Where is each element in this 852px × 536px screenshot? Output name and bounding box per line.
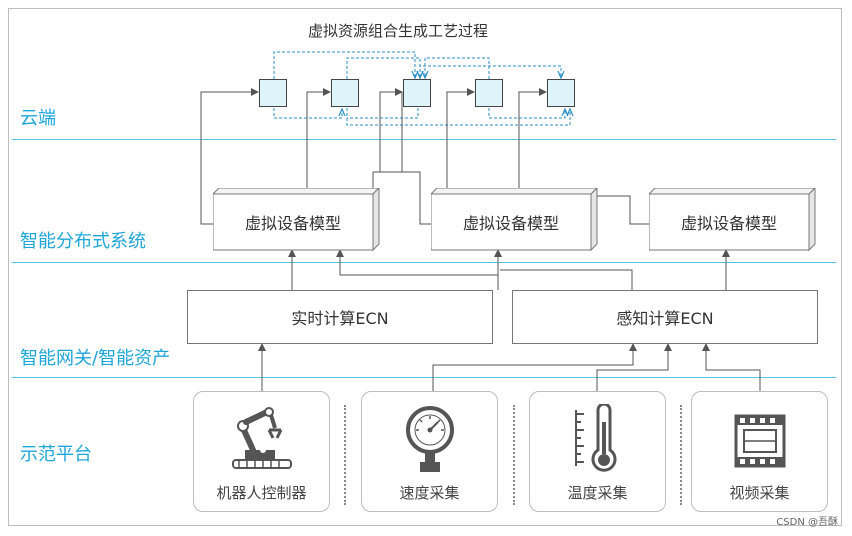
device-card-temperature: 温度采集 bbox=[529, 391, 666, 512]
device-separator bbox=[680, 405, 682, 505]
pressure-gauge-icon bbox=[405, 406, 454, 472]
device-card-video: 视频采集 bbox=[691, 391, 828, 512]
virtual-model-2-label: 虚拟设备模型 bbox=[462, 214, 559, 233]
virtual-model-3-label: 虚拟设备模型 bbox=[680, 214, 777, 233]
cloud-node-3 bbox=[403, 79, 431, 107]
layer-divider-gateway bbox=[12, 377, 836, 378]
device-separator bbox=[344, 405, 346, 505]
layer-label-demo: 示范平台 bbox=[20, 444, 92, 465]
cloud-node-2 bbox=[331, 79, 359, 107]
film-strip-icon bbox=[734, 414, 785, 468]
device-label-robot: 机器人控制器 bbox=[216, 484, 307, 502]
device-card-speed: 速度采集 bbox=[361, 391, 498, 512]
device-label-temperature: 温度采集 bbox=[567, 484, 628, 502]
device-label-video: 视频采集 bbox=[729, 484, 790, 502]
cloud-node-5 bbox=[547, 79, 575, 107]
virtual-model-1-label: 虚拟设备模型 bbox=[244, 214, 341, 233]
sensing-ecn-box: 感知计算ECN bbox=[512, 290, 818, 344]
diagram-frame bbox=[8, 8, 842, 526]
layer-divider-cloud bbox=[12, 139, 836, 140]
layer-label-gateway: 智能网关/智能资产 bbox=[20, 348, 171, 369]
device-separator bbox=[513, 405, 515, 505]
device-label-speed: 速度采集 bbox=[399, 484, 460, 502]
device-card-robot: 机器人控制器 bbox=[193, 391, 330, 512]
thermometer-icon bbox=[574, 404, 616, 472]
cloud-node-1 bbox=[259, 79, 287, 107]
diagram-title: 虚拟资源组合生成工艺过程 bbox=[308, 22, 489, 40]
layer-label-distributed: 智能分布式系统 bbox=[20, 231, 146, 252]
robot-arm-icon bbox=[231, 407, 292, 469]
layer-divider-distributed bbox=[12, 262, 836, 263]
cloud-node-4 bbox=[475, 79, 503, 107]
realtime-ecn-box: 实时计算ECN bbox=[187, 290, 493, 344]
layer-label-cloud: 云端 bbox=[20, 108, 56, 129]
watermark: CSDN @吾酥 bbox=[776, 517, 838, 528]
